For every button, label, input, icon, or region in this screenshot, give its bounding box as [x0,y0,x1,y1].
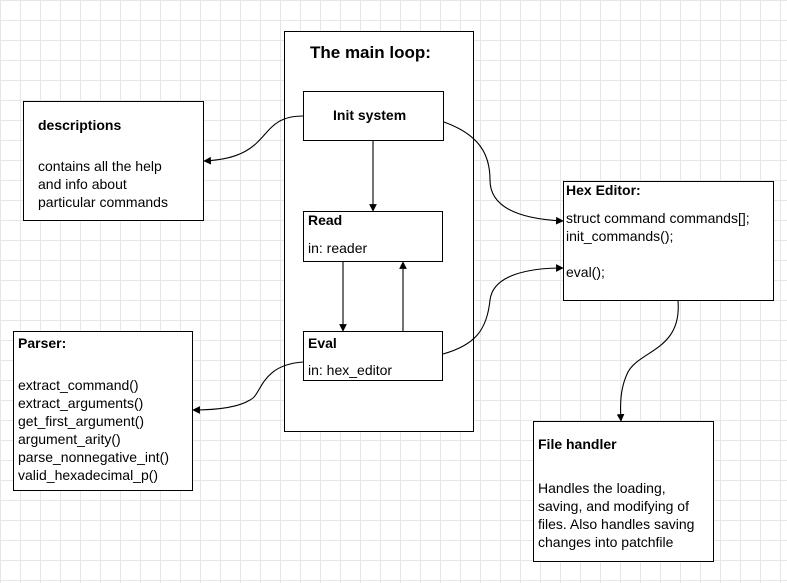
main-loop-title: The main loop: [310,43,431,62]
read-node [303,211,443,262]
file-handler-line: changes into patchfile [538,534,674,550]
read-detail: in: reader [308,240,368,256]
hex-editor-line: init_commands(); [566,228,674,244]
descriptions-node [23,101,204,221]
edge-init-to-descriptions [203,115,304,165]
parser-line: parse_nonnegative_int() [18,449,169,465]
hex-editor-title: Hex Editor: [566,182,641,198]
init-system-node [303,91,444,141]
descriptions-line: and info about [38,176,127,192]
edge-init-to-hex-editor [443,121,564,225]
parser-node [13,331,193,491]
parser-line: get_first_argument() [18,413,145,429]
parser-line: valid_hexadecimal_p() [18,467,159,483]
hex-editor-line: eval(); [566,264,605,280]
read-title: Read [308,212,343,228]
descriptions-line: particular commands [38,194,168,210]
parser-title: Parser: [18,335,67,351]
file-handler-line: saving, and modifying of [538,498,689,514]
file-handler-line: files. Also handles saving [538,516,695,532]
init-system-label: Init system [333,107,407,123]
parser-line: extract_arguments() [18,395,144,411]
descriptions-title: descriptions [38,117,122,133]
hex-editor-line: struct command commands[]; [566,210,750,226]
edge-eval-to-parser [192,361,304,414]
file-handler-title: File handler [538,436,617,452]
parser-line: argument_arity() [18,431,121,447]
edge-hex-editor-to-file-handler [616,300,679,422]
file-handler-node [533,421,714,562]
descriptions-line: contains all the help [38,158,162,174]
hex-editor-node [563,181,774,301]
eval-title: Eval [308,335,337,351]
parser-line: extract_command() [18,377,139,393]
eval-node [303,331,443,381]
file-handler-line: Handles the loading, [538,480,666,496]
eval-detail: in: hex_editor [308,362,393,378]
edge-eval-to-hex-editor [442,264,564,355]
